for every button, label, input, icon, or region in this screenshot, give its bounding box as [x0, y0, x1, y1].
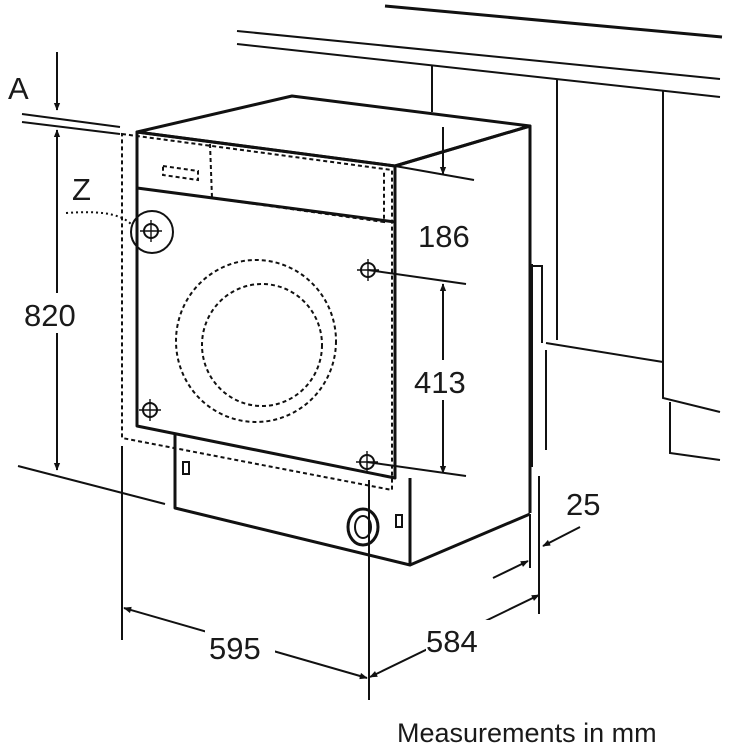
- porthole-inner: [201, 283, 323, 407]
- display-dashed: [162, 164, 199, 182]
- label-z: Z: [72, 172, 91, 207]
- dimension-door-height: 413: [366, 269, 480, 477]
- label-a: A: [8, 71, 29, 106]
- plinth: [173, 434, 412, 567]
- hinge-icon-bottom-left: [139, 399, 161, 421]
- door-frame-dashed: [121, 132, 393, 492]
- reference-a: A: [8, 52, 61, 111]
- label-door-height: 413: [414, 365, 466, 400]
- label-offset: 25: [566, 487, 600, 522]
- hinge-icon-top-left: [130, 210, 174, 254]
- label-top-offset: 186: [418, 219, 470, 254]
- dimension-height: 820: [17, 129, 166, 505]
- label-depth: 584: [426, 624, 478, 659]
- plinth-slot: [182, 461, 190, 475]
- dimension-offset: 25: [492, 487, 600, 579]
- dimension-top-offset: 186: [394, 127, 475, 254]
- door-panel-outline: [121, 132, 393, 492]
- kitchen-cabinetry: [236, 4, 723, 467]
- reference-z: Z: [65, 172, 132, 225]
- washing-machine: [135, 94, 532, 567]
- worktop-reference-lines: [21, 113, 121, 135]
- panel-dashed: [209, 143, 385, 224]
- machine-side: [394, 124, 532, 513]
- label-width: 595: [209, 631, 261, 666]
- machine-top: [135, 94, 532, 168]
- measurements-caption: Measurements in mm: [397, 718, 657, 748]
- adjustable-foot-icon: [346, 507, 380, 547]
- porthole-outer: [175, 259, 337, 423]
- hinge-points: [130, 210, 379, 473]
- machine-front: [135, 130, 397, 480]
- dimension-depth: 584: [369, 476, 540, 678]
- plinth-slot-right: [395, 514, 403, 528]
- dimension-width: 595: [121, 446, 370, 700]
- label-height: 820: [24, 298, 76, 333]
